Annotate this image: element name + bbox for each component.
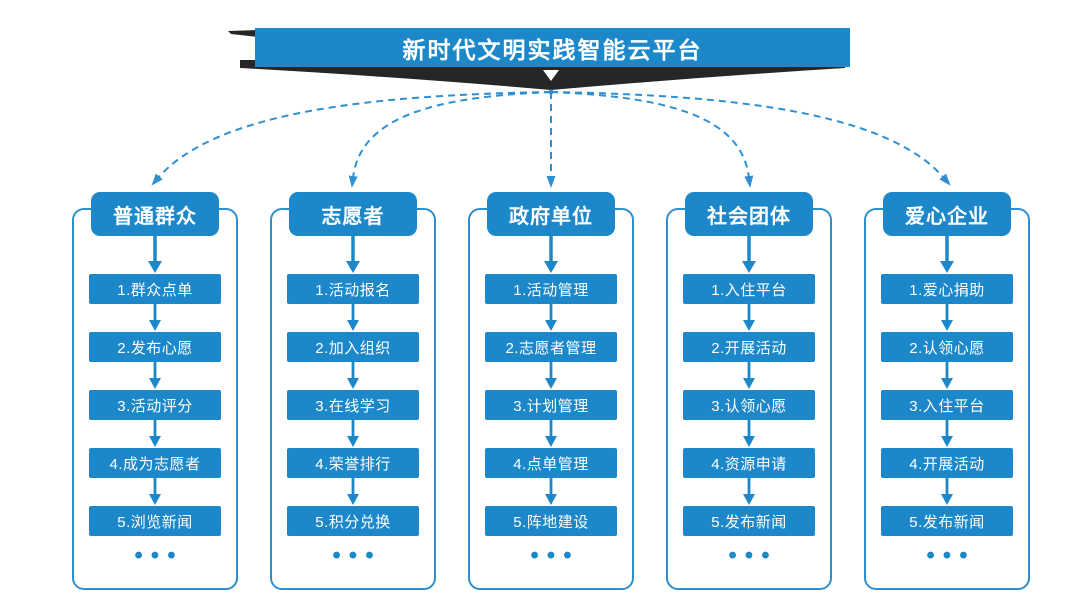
ellipsis-more: •••: [530, 542, 580, 569]
flow-step: 4.资源申请: [683, 448, 815, 478]
down-arrow-icon: [941, 478, 953, 505]
flow-step: 4.点单管理: [485, 448, 617, 478]
down-arrow-icon: [742, 236, 756, 273]
flow-step: 1.群众点单: [89, 274, 221, 304]
down-chevron-icon: [543, 70, 559, 81]
connector-curve-2: [348, 91, 552, 188]
flow-step: 2.开展活动: [683, 332, 815, 362]
down-arrow-icon: [346, 236, 360, 273]
down-arrow-icon: [545, 304, 557, 331]
down-arrow-icon: [149, 362, 161, 389]
column-general-public: 普通群众 1.群众点单 2.发布心愿 3.活动评分 4.成为志愿者 5.浏览新闻…: [72, 192, 238, 590]
connector-curve-1: [151, 91, 552, 186]
down-arrow-icon: [743, 304, 755, 331]
down-arrow-icon: [743, 362, 755, 389]
column-charity-enterprises: 爱心企业 1.爱心捐助 2.认领心愿 3.入住平台 4.开展活动 5.发布新闻 …: [864, 192, 1030, 590]
down-arrow-icon: [347, 420, 359, 447]
flow-step: 3.认领心愿: [683, 390, 815, 420]
down-arrow-icon: [347, 478, 359, 505]
flow-step: 1.活动管理: [485, 274, 617, 304]
flow-step: 3.入住平台: [881, 390, 1013, 420]
down-arrow-icon: [743, 420, 755, 447]
column-header: 爱心企业: [883, 192, 1011, 236]
flow-step: 1.入住平台: [683, 274, 815, 304]
down-arrow-icon: [545, 420, 557, 447]
flow-step: 2.加入组织: [287, 332, 419, 362]
down-arrow-icon: [743, 478, 755, 505]
flow-step: 3.在线学习: [287, 390, 419, 420]
flow-step: 4.成为志愿者: [89, 448, 221, 478]
down-arrow-icon: [941, 304, 953, 331]
flow-step: 1.爱心捐助: [881, 274, 1013, 304]
banner-ribbon-shape: [228, 30, 258, 37]
flow-step: 5.阵地建设: [485, 506, 617, 536]
flow-step: 3.活动评分: [89, 390, 221, 420]
flow-step: 2.志愿者管理: [485, 332, 617, 362]
column-header: 政府单位: [487, 192, 615, 236]
platform-title: 新时代文明实践智能云平台: [402, 36, 703, 63]
down-arrow-icon: [347, 304, 359, 331]
ellipsis-more: •••: [926, 542, 976, 569]
flow-step: 3.计划管理: [485, 390, 617, 420]
down-arrow-icon: [148, 236, 162, 273]
flow-step: 4.荣誉排行: [287, 448, 419, 478]
flow-step: 5.发布新闻: [881, 506, 1013, 536]
down-arrow-icon: [545, 362, 557, 389]
flow-step: 1.活动报名: [287, 274, 419, 304]
connector-curve-5: [550, 91, 951, 186]
flow-step: 5.浏览新闻: [89, 506, 221, 536]
down-arrow-icon: [149, 304, 161, 331]
ellipsis-more: •••: [728, 542, 778, 569]
down-arrow-icon: [545, 478, 557, 505]
down-arrow-icon: [347, 362, 359, 389]
flow-step: 5.积分兑换: [287, 506, 419, 536]
column-header: 社会团体: [685, 192, 813, 236]
flow-step: 2.发布心愿: [89, 332, 221, 362]
column-government-units: 政府单位 1.活动管理 2.志愿者管理 3.计划管理 4.点单管理 5.阵地建设…: [468, 192, 634, 590]
column-header: 志愿者: [289, 192, 417, 236]
connector-origin-dot: [548, 89, 554, 95]
down-arrow-icon: [941, 420, 953, 447]
platform-title-banner: 新时代文明实践智能云平台: [255, 28, 850, 67]
connector-curve-4: [550, 91, 754, 188]
flow-step: 5.发布新闻: [683, 506, 815, 536]
column-header: 普通群众: [91, 192, 219, 236]
flow-step: 2.认领心愿: [881, 332, 1013, 362]
ellipsis-more: •••: [332, 542, 382, 569]
down-arrow-icon: [149, 420, 161, 447]
flow-step: 4.开展活动: [881, 448, 1013, 478]
down-arrow-icon: [544, 236, 558, 273]
down-arrow-icon: [941, 362, 953, 389]
down-arrow-icon: [940, 236, 954, 273]
down-arrow-icon: [149, 478, 161, 505]
column-social-groups: 社会团体 1.入住平台 2.开展活动 3.认领心愿 4.资源申请 5.发布新闻 …: [666, 192, 832, 590]
ellipsis-more: •••: [134, 542, 184, 569]
column-volunteers: 志愿者 1.活动报名 2.加入组织 3.在线学习 4.荣誉排行 5.积分兑换 •…: [270, 192, 436, 590]
